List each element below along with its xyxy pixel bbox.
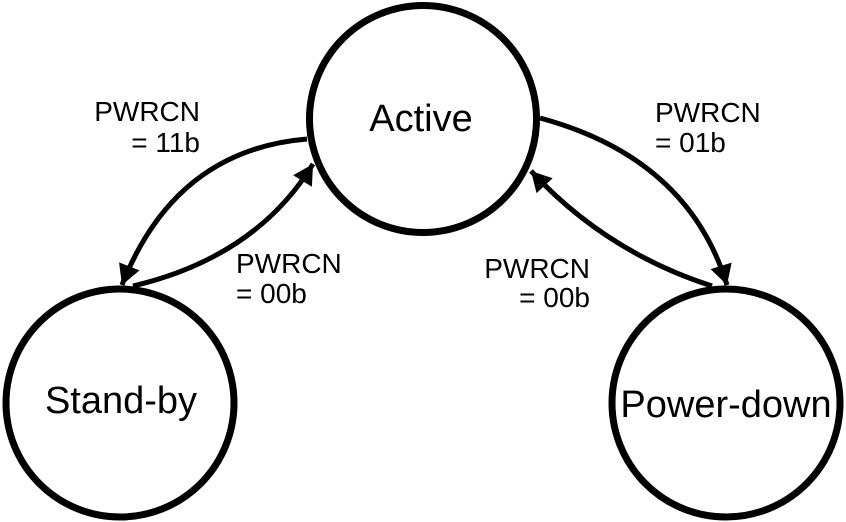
transition-active-to-standby-arrow [119, 136, 308, 286]
state-powerdown-label: Power-down [620, 384, 831, 426]
state-active-circle [306, 2, 540, 236]
transition-active-to-powerdown-arrow [539, 115, 732, 286]
transition-active-to-powerdown-signal: PWRCN [655, 97, 761, 128]
transition-active-to-standby-signal: PWRCN [94, 96, 200, 127]
transition-standby-to-active-arrow [132, 162, 316, 289]
state-active-label: Active [369, 98, 472, 140]
transition-powerdown-to-active-signal: PWRCN [484, 253, 590, 284]
transition-powerdown-to-active-condition: = 00b [519, 282, 590, 313]
transition-powerdown-to-active-arrow [529, 169, 713, 289]
transition-standby-to-active-signal: PWRCN [236, 248, 342, 279]
state-powerdown-circle [608, 285, 844, 521]
transition-active-to-standby-condition: = 11b [131, 127, 200, 158]
state-standby-circle [2, 285, 238, 521]
state-standby-label: Stand-by [45, 380, 197, 422]
transition-standby-to-active-condition: = 00b [236, 278, 307, 309]
transition-active-to-powerdown-condition: = 01b [655, 127, 726, 158]
